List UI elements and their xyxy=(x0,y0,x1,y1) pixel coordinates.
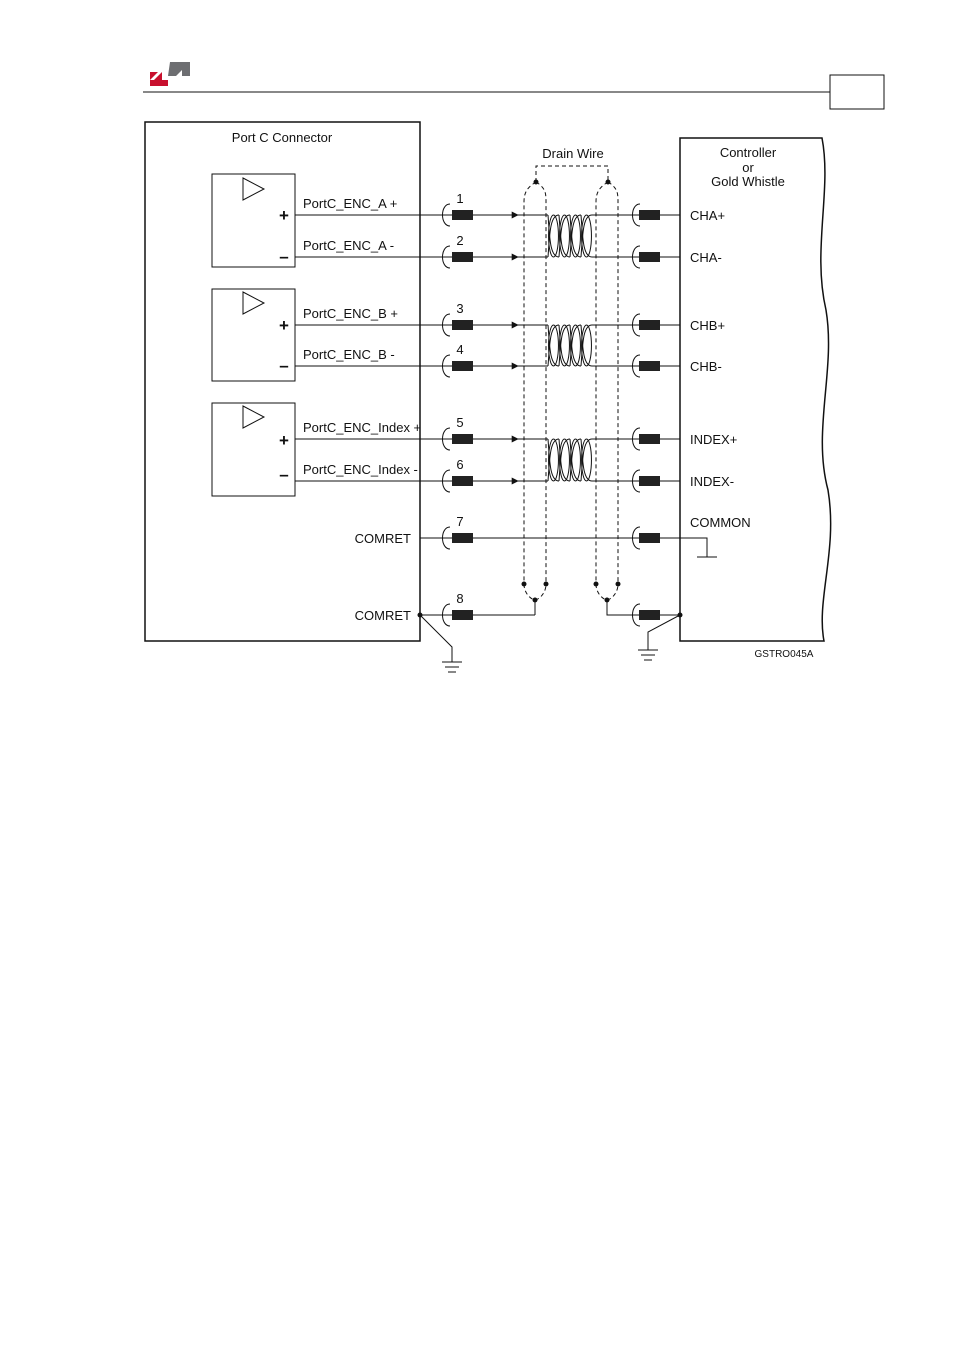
left-signal-label: PortC_ENC_B - xyxy=(303,347,395,362)
plus-sign-a: + xyxy=(279,206,289,225)
twisted-pair-3 xyxy=(548,439,592,481)
pin-contact-left xyxy=(452,476,473,486)
pin-contact-right xyxy=(639,320,660,330)
pin-contact-left xyxy=(452,210,473,220)
right-signal-label: INDEX- xyxy=(690,474,734,489)
right-signal-label: CHA+ xyxy=(690,208,725,223)
right-title-line-1: Controller xyxy=(720,145,777,160)
twisted-pair-1 xyxy=(548,215,592,257)
signal-row-2: 2 PortC_ENC_A - CHA- xyxy=(295,233,722,268)
right-title-line-3: Gold Whistle xyxy=(711,174,785,189)
minus-sign-b: – xyxy=(279,356,288,375)
signal-row-4: 4 PortC_ENC_B - CHB- xyxy=(295,342,722,377)
pin-contact-right xyxy=(639,476,660,486)
signal-row-6: 6 PortC_ENC_Index - INDEX- xyxy=(295,457,734,492)
left-signal-label: PortC_ENC_Index - xyxy=(303,462,418,477)
pin-number: 7 xyxy=(456,514,463,529)
pin-number: 1 xyxy=(456,191,463,206)
right-signal-label: CHB+ xyxy=(690,318,725,333)
twisted-pair-2 xyxy=(548,325,592,366)
page-number-box xyxy=(830,75,884,109)
left-signal-label: PortC_ENC_Index + xyxy=(303,420,421,435)
signal-row-3: 3 PortC_ENC_B + CHB+ xyxy=(295,301,725,336)
minus-sign-index: – xyxy=(279,465,288,484)
signal-row-1: 1 PortC_ENC_A + CHA+ xyxy=(295,191,725,226)
pin-contact-left xyxy=(452,434,473,444)
pin-contact-left xyxy=(452,361,473,371)
plus-sign-b: + xyxy=(279,316,289,335)
signal-row-5: 5 PortC_ENC_Index + INDEX+ xyxy=(295,415,737,450)
ground-symbol-common xyxy=(661,538,717,557)
minus-sign-a: – xyxy=(279,247,288,266)
left-signal-label: PortC_ENC_B + xyxy=(303,306,398,321)
left-signal-label: PortC_ENC_A - xyxy=(303,238,394,253)
drain-wire xyxy=(536,166,608,182)
pin-number: 5 xyxy=(456,415,463,430)
figure-code: GSTRO045A xyxy=(755,649,814,660)
pin-contact-left xyxy=(452,610,473,620)
right-signal-label: COMMON xyxy=(690,515,751,530)
drain-wire-label: Drain Wire xyxy=(542,146,603,161)
right-signal-label: INDEX+ xyxy=(690,432,737,447)
pin-number: 4 xyxy=(456,342,463,357)
left-signal-label: COMRET xyxy=(355,531,411,546)
ground-symbol-right xyxy=(638,615,680,660)
pin-number: 2 xyxy=(456,233,463,248)
pin-contact-right xyxy=(639,610,660,620)
pin-number: 6 xyxy=(456,457,463,472)
pin-contact-right xyxy=(639,434,660,444)
right-signal-label: CHB- xyxy=(690,359,722,374)
right-title-line-2: or xyxy=(742,160,754,175)
company-logo xyxy=(150,62,190,86)
left-signal-label: COMRET xyxy=(355,608,411,623)
ground-symbol-left xyxy=(420,615,462,672)
pin-number: 3 xyxy=(456,301,463,316)
pin-contact-right xyxy=(639,533,660,543)
pin-contact-right xyxy=(639,210,660,220)
left-shield xyxy=(524,182,546,584)
right-shield xyxy=(596,182,618,584)
plus-sign-index: + xyxy=(279,431,289,450)
pin-number: 8 xyxy=(456,591,463,606)
left-block-title: Port C Connector xyxy=(232,130,333,145)
left-signal-label: PortC_ENC_A + xyxy=(303,196,397,211)
pin-contact-left xyxy=(452,533,473,543)
right-signal-label: CHA- xyxy=(690,250,722,265)
pin-contact-left xyxy=(452,320,473,330)
pin-contact-right xyxy=(639,252,660,262)
pin-contact-right xyxy=(639,361,660,371)
pin-contact-left xyxy=(452,252,473,262)
